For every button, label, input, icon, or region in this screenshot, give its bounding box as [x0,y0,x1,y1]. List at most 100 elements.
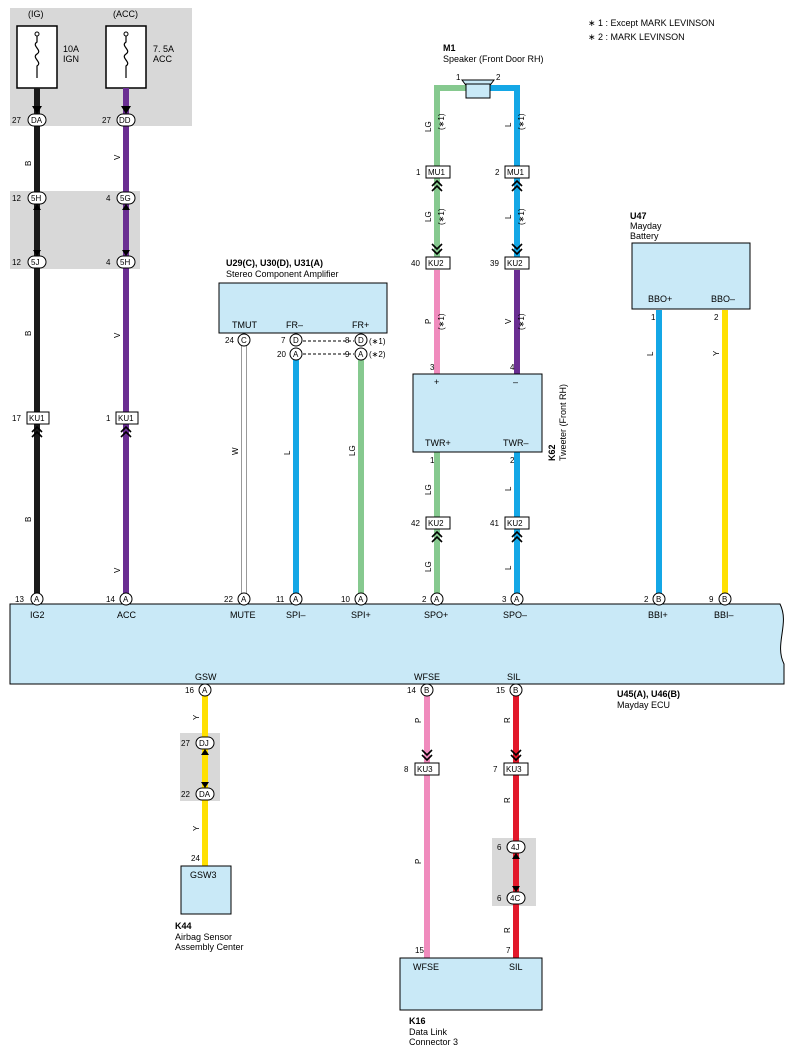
ecu-id: U45(A), U46(B) [617,689,680,699]
pin-27-a: 27 [12,116,21,125]
term-a-mute: A [241,595,247,604]
ecu-pin-spo-plus: SPO+ [424,610,448,620]
pin-2-b: 2 [422,595,427,604]
chevron-down-icon [421,749,433,762]
m1-id: M1 [443,43,456,53]
lbl-l-bat: L [646,351,655,356]
chevron-down-icon [431,243,443,256]
chevron-up-icon [511,530,523,543]
pin-1-a: 1 [106,414,111,423]
fuse-acc-tag: (ACC) [113,9,138,19]
wire-labels: B B B V V V W L LG LG (∗1) L (∗1) LG (∗1… [24,113,721,933]
ecu-pin-ig2: IG2 [30,610,45,620]
lbl-r-2: R [503,797,512,803]
chevron-up-icon [431,179,443,192]
fuse-ig-rating: 10A [63,44,79,54]
lbl-n1-f: (∗1) [517,313,526,330]
pin-41: 41 [490,519,499,528]
lbl-v-2: V [113,332,122,338]
conn-ku1-b [115,411,139,425]
note-1: ∗ 1 : Except MARK LEVINSON [588,18,715,28]
term-a-spop: A [434,595,440,604]
pin-3-b: 3 [430,363,435,372]
amp-name: Stereo Component Amplifier [226,269,339,279]
pin-12-b: 12 [12,258,21,267]
u47-name2: Battery [630,231,659,241]
lbl-y-bat: Y [712,350,721,356]
pin-22-b: 22 [224,595,233,604]
lbl-y-2: Y [192,825,201,831]
fuse-ig-icon [34,34,40,78]
ecu-pin-bbi-plus: BBI+ [648,610,668,620]
chevron-down-icon [510,749,522,762]
ecu-pin-bbi-minus: BBI– [714,610,734,620]
conn-5h-b-label: 5H [120,258,130,267]
lbl-n1-e: (∗1) [437,313,446,330]
ecu-pin-spo-minus: SPO– [503,610,527,620]
lbl-n1-b: (∗1) [517,113,526,130]
conn-mu1-b [504,165,530,179]
term-a-ig2: A [34,595,40,604]
lbl-y-1: Y [192,714,201,720]
k16-id: K16 [409,1016,426,1026]
conn-ku2-b [504,256,530,270]
term-b-bbim: B [722,595,727,604]
lbl-b-2: B [24,331,33,336]
lbl-r-1: R [503,717,512,723]
chevron-up-icon [31,425,43,438]
conn-mu1-a-label: MU1 [428,168,445,177]
k62-id: K62 [547,444,557,461]
chevron-down-icon [511,243,523,256]
conn-mu1-b-label: MU1 [507,168,524,177]
pin-11: 11 [276,595,285,604]
pin-40: 40 [411,259,420,268]
arrow-down-icon [121,106,131,114]
k44-name2: Assembly Center [175,942,244,952]
pin-8-b: 8 [345,336,350,345]
arrow-down-icon [32,106,42,114]
u47-pin1: 1 [651,313,656,322]
conn-ku1-a-label: KU1 [29,414,45,423]
pin-7-a: 7 [493,765,498,774]
k16-name2: Connector 3 [409,1037,458,1047]
ecu-pin-acc: ACC [117,610,137,620]
pin-24-a: 24 [225,336,234,345]
ecu-pin-mute: MUTE [230,610,256,620]
ecu-pin-wfse: WFSE [414,672,440,682]
u47-box [631,242,751,310]
k62-plus: + [434,377,439,387]
conn-ku3-a [414,762,440,776]
k62-twr-minus: TWR– [503,438,529,448]
conn-5h-a-label: 5H [31,194,41,203]
ecu-pin-spi-plus: SPI+ [351,610,371,620]
term-c: C [241,336,247,345]
pin-9-b: 9 [709,595,714,604]
arrow-up-icon [122,204,130,210]
amp-fn1: (∗1) [369,337,386,346]
pin-22-a: 22 [181,790,190,799]
pin-4-a: 4 [106,194,111,203]
arrow-down-icon [512,886,520,892]
lbl-l-mid: L [504,214,513,219]
k16-box [399,957,543,1011]
k62-minus: – [513,377,518,387]
conn-ku2-b-label: KU2 [507,259,523,268]
fuse-acc-icon [123,34,129,78]
fuse-ig-tag: (IG) [28,9,44,19]
pin-13: 13 [15,595,24,604]
pin-20: 20 [277,350,286,359]
pin-6-a: 6 [497,843,502,852]
u47-bbo-plus: BBO+ [648,294,672,304]
conn-ku2-d-label: KU2 [507,519,523,528]
lbl-n1-c: (∗1) [437,208,446,225]
chevrons [31,179,523,762]
speaker-body [465,83,491,99]
conn-ku3-a-label: KU3 [417,765,433,774]
wire-blue-speaker [488,85,520,262]
term-a-acc: A [123,595,129,604]
pin-9: 9 [345,350,350,359]
u47-id: U47 [630,211,647,221]
ecu-pin-sil: SIL [507,672,521,682]
k44-id: K44 [175,921,192,931]
